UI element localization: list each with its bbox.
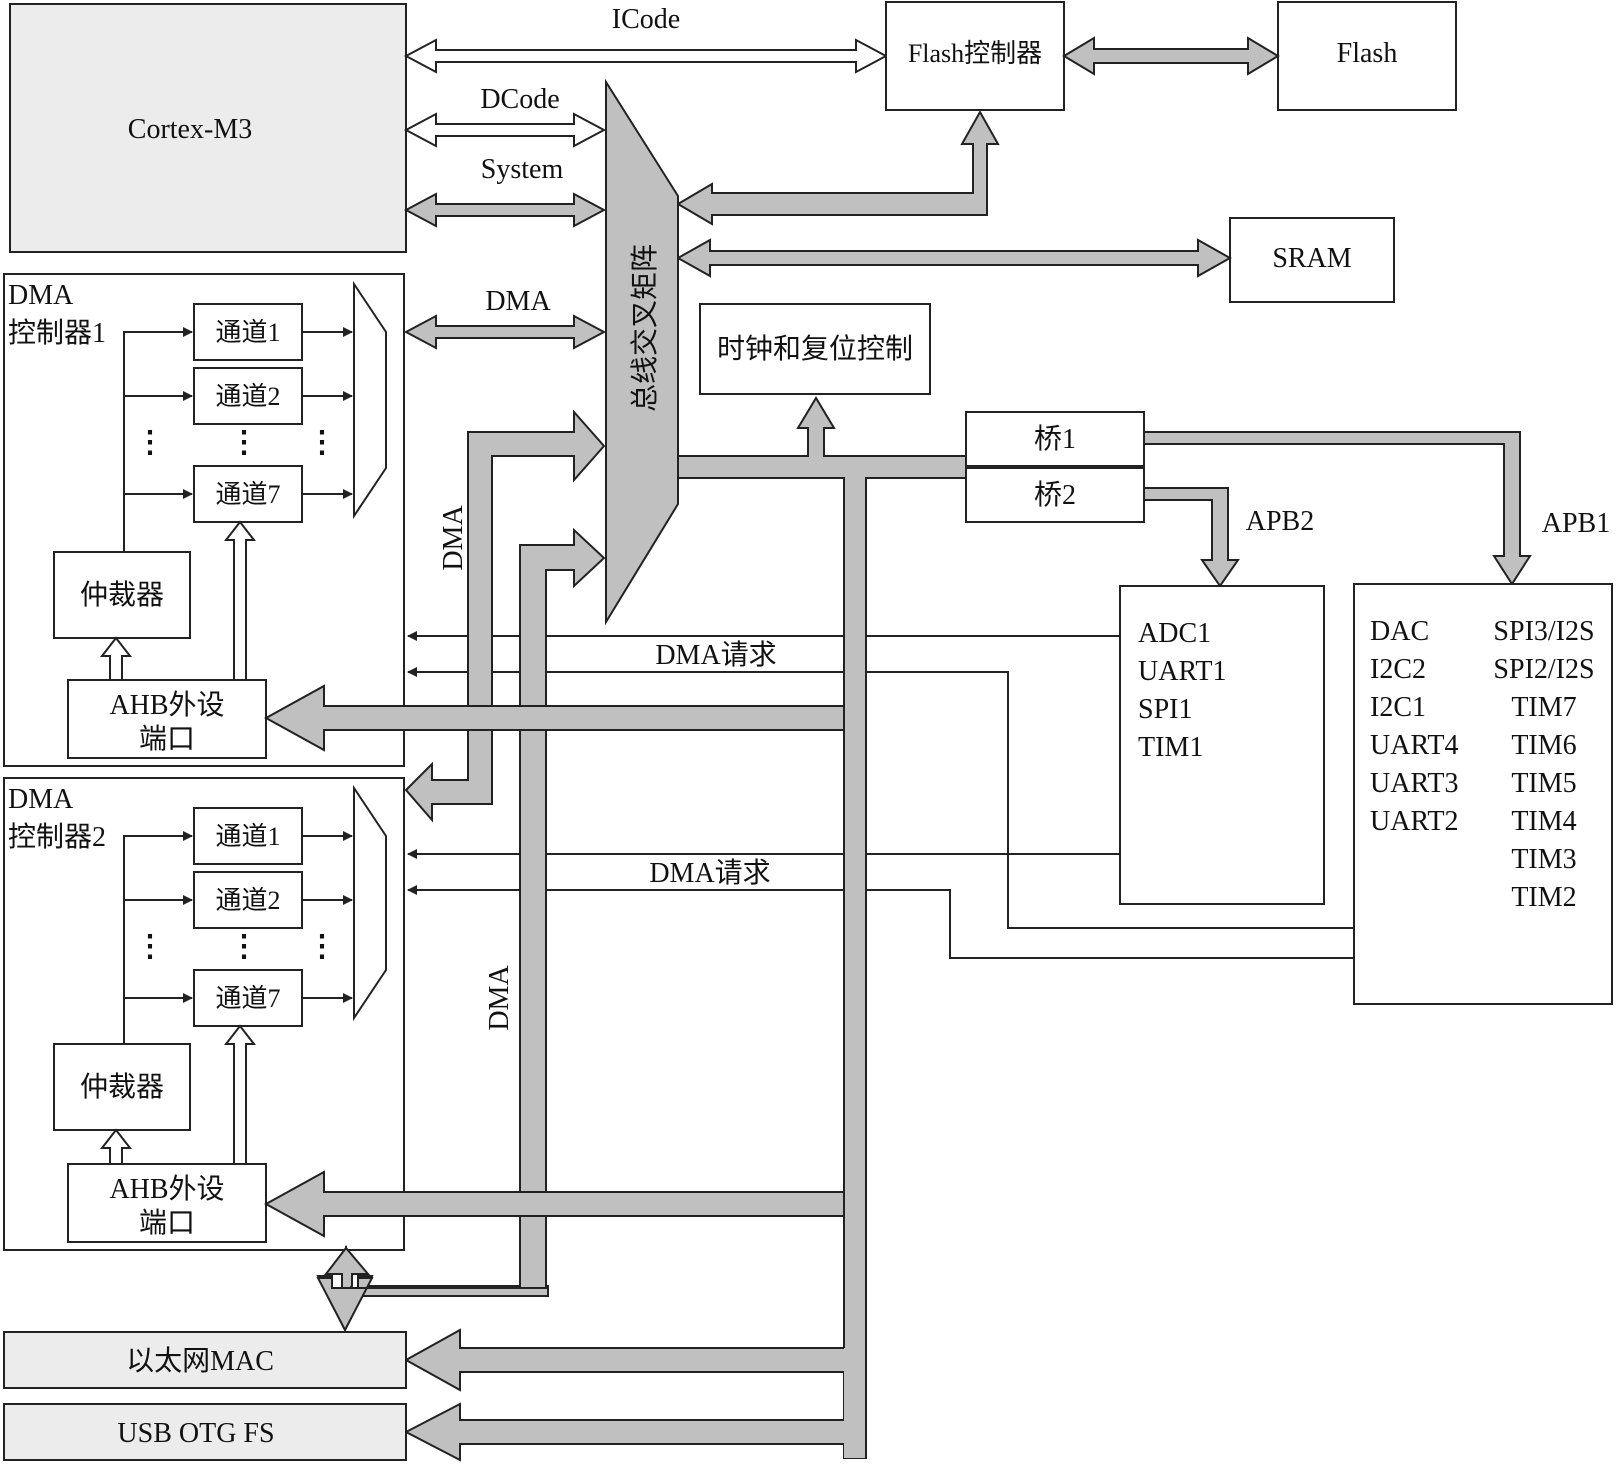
bridge2-label: 桥2: [1034, 479, 1076, 511]
dma-controller-2: DMA 控制器2 通道1 通道2 通道7 ⋮ ⋮ ⋮ 仲裁器 AHB外设 端口: [3, 777, 405, 1251]
dma2-ahb-port: 端口: [139, 1207, 195, 1239]
dma1-arbiter: 仲裁器: [80, 579, 164, 611]
dma1-channel: 通道7: [215, 480, 280, 509]
dma1-title: 控制器1: [8, 317, 106, 349]
dma1-ellipsis: ⋮: [307, 426, 337, 459]
apb2-peripheral: SPI1: [1138, 694, 1192, 725]
bus-matrix-label: 总线交叉矩阵: [629, 244, 661, 412]
dma1-ahb-port: AHB外设: [109, 689, 224, 721]
apb1-peripheral: TIM3: [1511, 844, 1576, 875]
dma2-ellipsis: ⋮: [229, 930, 259, 963]
dma1-channel: 通道2: [215, 382, 280, 411]
sram-block: SRAM: [1229, 217, 1395, 303]
dma1-ellipsis: ⋮: [229, 426, 259, 459]
apb1-peripheral: SPI2/I2S: [1493, 654, 1594, 685]
bridge1-block: 桥1: [965, 411, 1145, 467]
apb1-peripheral: UART3: [1370, 768, 1459, 799]
apb2-peripheral: ADC1: [1138, 618, 1211, 649]
dma-controller-1: DMA 控制器1 通道1 通道2 通道7 ⋮ ⋮ ⋮ 仲裁器 AHB外设 端口: [3, 273, 405, 767]
dma1-title: DMA: [8, 280, 74, 311]
sram-bus-arrow: [675, 238, 1233, 278]
usb-slave-bus: [403, 1402, 867, 1462]
bridge2-block: 桥2: [965, 467, 1145, 523]
apb1-peripheral: TIM4: [1511, 806, 1576, 837]
bus-matrix-block: 总线交叉矩阵: [605, 78, 679, 626]
apb1-peripheral: SPI3/I2S: [1493, 616, 1594, 647]
dma1-ahb-port: 端口: [139, 723, 195, 755]
dma-bus-label: DMA: [485, 286, 551, 317]
apb2-peripherals-block: ADC1 UART1 SPI1 TIM1: [1119, 585, 1325, 905]
dcode-bus-label: DCode: [480, 84, 559, 115]
apb1-peripheral: TIM2: [1511, 882, 1576, 913]
sram-label: SRAM: [1272, 243, 1351, 274]
dma-request-label: DMA请求: [649, 857, 770, 889]
dma2-ellipsis: ⋮: [135, 930, 165, 963]
apb2-bus-arrow: [1143, 487, 1240, 588]
ethernet-mac-block: 以太网MAC: [3, 1331, 407, 1389]
dcode-bus-arrow: [403, 112, 607, 148]
usb-otg-block: USB OTG FS: [3, 1403, 407, 1461]
cortex-m3-block: Cortex-M3: [9, 3, 407, 253]
clock-reset-block: 时钟和复位控制: [699, 303, 931, 395]
ahb-distribution-bus: [677, 396, 967, 1459]
flash-controller-label: Flash控制器: [908, 39, 1042, 68]
cortex-m3-label: Cortex-M3: [128, 114, 252, 145]
apb1-peripheral: TIM7: [1511, 692, 1576, 723]
apb2-peripheral: UART1: [1138, 656, 1227, 687]
dma-vertical-label: DMA: [484, 965, 515, 1031]
dma2-mux: [353, 784, 387, 1022]
apb2-label: APB2: [1246, 506, 1314, 537]
apb2-peripheral: TIM1: [1138, 732, 1203, 763]
apb1-label: APB1: [1542, 508, 1610, 539]
dma2-ellipsis: ⋮: [307, 930, 337, 963]
dma-request-label: DMA请求: [655, 639, 776, 671]
flash-label: Flash: [1337, 38, 1398, 69]
dma1-bus-arrow: [403, 314, 607, 350]
apb1-peripheral: DAC: [1370, 616, 1429, 647]
flash-bus-arrow: [1062, 36, 1280, 76]
apb1-peripherals-block: DAC I2C2 I2C1 UART4 UART3 UART2 SPI3/I2S…: [1353, 583, 1613, 1005]
apb1-peripheral: I2C1: [1370, 692, 1426, 723]
apb1-peripheral: I2C2: [1370, 654, 1426, 685]
dma2-channel: 通道2: [215, 886, 280, 915]
dma-vertical-label: DMA: [438, 505, 469, 571]
dma1-ellipsis: ⋮: [135, 426, 165, 459]
matrix-flash-bus-arrow: [676, 109, 1000, 226]
apb1-peripheral: UART2: [1370, 806, 1459, 837]
dma1-mux: [353, 280, 387, 520]
system-bus-arrow: [403, 192, 607, 228]
ethernet-dma-bus-arrow: [323, 1245, 371, 1299]
apb1-peripheral: TIM5: [1511, 768, 1576, 799]
system-bus-label: System: [481, 154, 564, 185]
ethernet-mac-label: 以太网MAC: [126, 1345, 274, 1377]
icode-bus-arrow: [403, 38, 889, 74]
flash-controller-block: Flash控制器: [885, 1, 1065, 111]
dma1-channel: 通道1: [215, 318, 280, 347]
apb1-bus-arrow: [1143, 431, 1532, 586]
clock-reset-label: 时钟和复位控制: [717, 333, 913, 365]
dma2-title: DMA: [8, 784, 74, 815]
dma2-arbiter: 仲裁器: [80, 1071, 164, 1103]
flash-block: Flash: [1277, 1, 1457, 111]
dma2-ahb-port: AHB外设: [109, 1173, 224, 1205]
bridge1-label: 桥1: [1034, 423, 1076, 455]
icode-bus-label: ICode: [612, 4, 680, 35]
dma2-title: 控制器2: [8, 821, 106, 853]
ethernet-slave-bus: [403, 1328, 847, 1392]
dma2-bus-arrow: [404, 409, 606, 823]
apb1-peripheral: TIM6: [1511, 730, 1576, 761]
dma2-channel: 通道7: [215, 984, 280, 1013]
apb1-peripheral: UART4: [1370, 730, 1459, 761]
usb-otg-label: USB OTG FS: [117, 1418, 274, 1449]
dma2-channel: 通道1: [215, 822, 280, 851]
